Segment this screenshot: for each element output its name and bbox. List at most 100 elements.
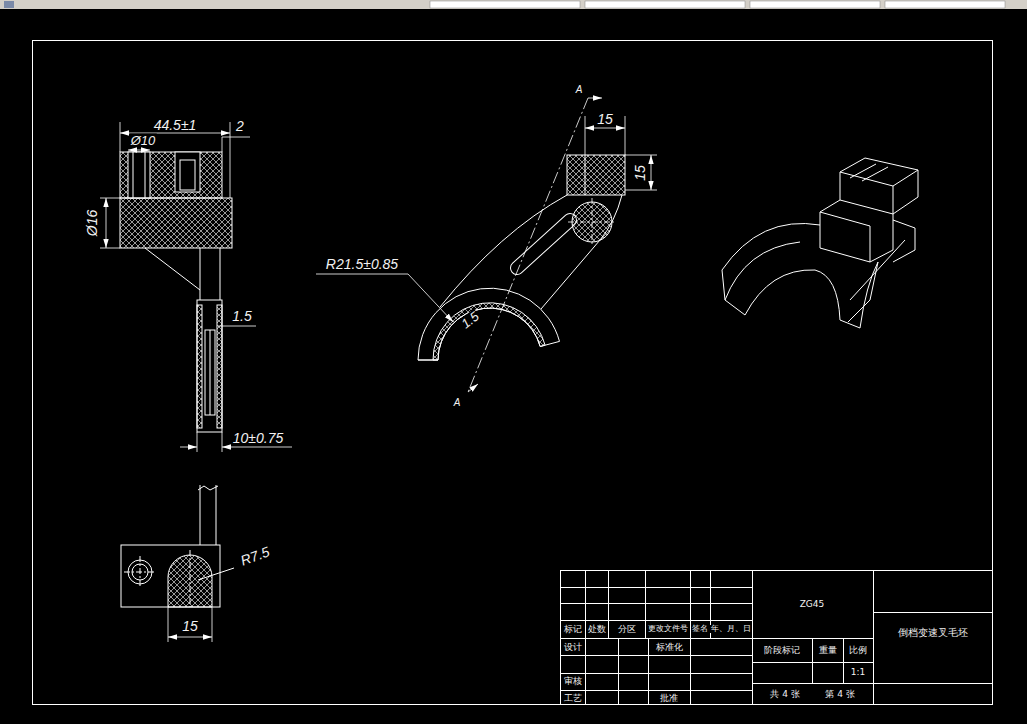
title-block: [812, 638, 813, 683]
dimension-text: 2: [235, 119, 245, 133]
bottom-view: [190, 550, 191, 607]
dimension-lines: [625, 190, 657, 191]
title-block-cell: 年、月、日: [710, 625, 752, 633]
dimension-lines: [222, 447, 292, 448]
isometric-view: [725, 242, 800, 300]
fork-view: [517, 220, 570, 268]
title-block-cell: 标记: [563, 625, 583, 634]
isometric-view: [722, 223, 820, 270]
section-view: [120, 152, 222, 198]
title-block: [873, 570, 874, 705]
title-block: [608, 570, 609, 638]
section-view: [180, 160, 195, 190]
section-view: [197, 305, 202, 428]
dimension-lines: [222, 137, 223, 152]
bottom-view: [121, 545, 220, 607]
toolbar-strip: [885, 1, 1005, 8]
title-block: [645, 570, 646, 638]
title-block-cell: 工艺: [563, 694, 583, 703]
title-block: [560, 690, 752, 691]
title-block: [560, 603, 752, 604]
title-block-cell: 第 4 张: [824, 690, 855, 699]
title-block-cell: 签名: [691, 625, 709, 633]
title-block-cell: 阶段标记: [763, 646, 801, 655]
dimension-lines: [100, 122, 292, 452]
fork-view: [468, 98, 588, 392]
dimension-lines: [128, 150, 150, 151]
title-block: [618, 638, 619, 705]
isometric-view: [820, 200, 840, 212]
dimension-lines: [222, 432, 223, 452]
section-view: [128, 152, 150, 198]
isometric-view: [722, 158, 918, 328]
fork-view: [418, 360, 438, 361]
dimension-lines: [316, 274, 453, 322]
dimension-lines: [222, 137, 250, 138]
section-view: [217, 305, 222, 428]
isometric-view: [820, 212, 870, 262]
fork-view: [567, 155, 625, 195]
dimension-text: 10±0.75: [232, 431, 285, 445]
section-view: [197, 300, 222, 432]
title-block: [561, 571, 993, 705]
title-block: [752, 683, 873, 684]
toolbar-strip: [0, 0, 1027, 9]
title-block: [560, 587, 752, 588]
dimension-text: 1.5: [231, 309, 252, 323]
section-view: [145, 152, 146, 198]
drawing-name: 倒档变速叉毛坯: [897, 628, 969, 638]
dimension-text: 15: [181, 619, 199, 633]
dimension-lines: [100, 248, 120, 249]
material-code: ZG45: [799, 600, 826, 609]
dimension-lines: [651, 155, 652, 190]
bottom-view: [168, 637, 212, 638]
title-block: [843, 638, 844, 683]
dimension-lines: [100, 198, 120, 199]
fork-view: [440, 195, 567, 307]
section-view: [133, 152, 134, 198]
section-view: [120, 198, 232, 248]
title-block-cell: 设计: [563, 643, 583, 652]
dimension-text: 1.5: [458, 309, 482, 332]
bottom-view: [200, 485, 201, 545]
section-view: [145, 248, 200, 290]
isometric-view: [722, 270, 745, 315]
section-view: [175, 152, 200, 192]
section-view: [200, 248, 201, 300]
title-block-cell: 批准: [659, 694, 679, 703]
fork-view: [418, 98, 625, 392]
dimension-text: R7.5: [238, 544, 272, 568]
title-block-cell: 更改文件号: [647, 625, 689, 633]
dimension-lines: [180, 447, 197, 448]
title-block-cell: 比例: [848, 646, 868, 655]
fork-view: [468, 384, 478, 392]
fork-view: [541, 195, 622, 309]
section-view: [220, 248, 221, 300]
bottom-view: [216, 485, 217, 545]
title-block: [560, 570, 993, 705]
toolbar-strip: [750, 1, 880, 8]
fork-view: [418, 288, 560, 360]
bottom-view: [121, 485, 234, 642]
dimension-text: Ø16: [85, 209, 99, 237]
dimension-text: 15: [596, 112, 614, 126]
toolbar-strip: [585, 1, 745, 8]
title-block-cell: 处数: [587, 625, 607, 634]
dimension-lines: [585, 128, 625, 129]
title-block-cell: 分区: [617, 625, 637, 634]
dimension-lines: [218, 326, 256, 327]
fork-view: [588, 98, 602, 99]
dimension-lines: [316, 116, 657, 322]
dimension-lines: [625, 116, 626, 155]
section-mark: A: [453, 398, 462, 408]
dimension-text: 15: [633, 164, 647, 182]
title-block: [752, 570, 753, 705]
fork-view: [517, 220, 570, 268]
dimension-lines: [120, 122, 121, 152]
section-view: [210, 330, 211, 415]
title-block-cell: 标准化: [655, 643, 684, 652]
toolbar-strip: [0, 0, 1027, 9]
title-block: [560, 638, 752, 639]
